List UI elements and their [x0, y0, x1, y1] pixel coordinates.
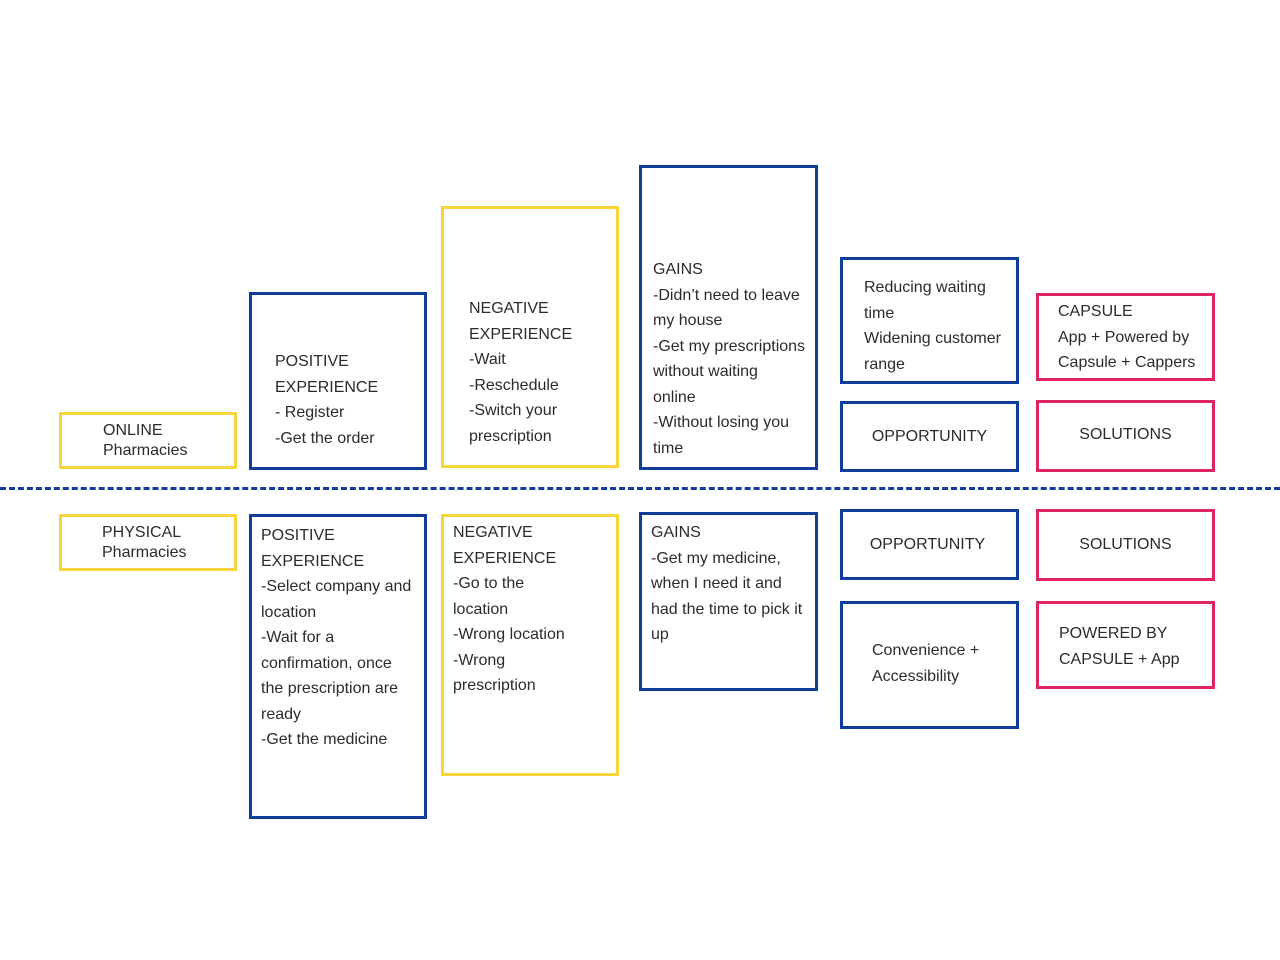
physical-gains-text: GAINS -Get my medicine, when I need it a…: [651, 524, 803, 643]
online-negative-experience-box: [441, 206, 619, 468]
physical-pharmacies-label: PHYSICAL Pharmacies: [102, 524, 187, 561]
online-solution-detail-box: [1036, 293, 1215, 381]
online-pharmacies-box: [59, 412, 237, 469]
dashed-divider-line: [0, 487, 1280, 490]
online-solutions-box: [1036, 400, 1215, 472]
physical-solution-detail-text: POWERED BY CAPSULE + App: [1059, 625, 1180, 668]
physical-negative-experience-text: NEGATIVE EXPERIENCE -Go to the location …: [453, 524, 565, 694]
online-opportunity-box: [840, 401, 1019, 472]
physical-gains-box: [639, 512, 818, 691]
online-opportunity-label: OPPORTUNITY: [871, 428, 988, 445]
physical-pharmacies-box: [59, 514, 237, 571]
physical-opportunity-detail-text: Convenience + Accessibility: [872, 642, 980, 685]
online-positive-experience-box: [249, 292, 427, 470]
online-opportunity-detail-text: Reducing waiting time Widening customer …: [864, 279, 1001, 373]
online-positive-experience-text: POSITIVE EXPERIENCE - Register -Get the …: [275, 353, 379, 447]
online-pharmacies-label: ONLINE Pharmacies: [103, 422, 188, 459]
physical-opportunity-box: [840, 509, 1019, 580]
physical-opportunity-detail-box: [840, 601, 1019, 729]
online-negative-experience-text: NEGATIVE EXPERIENCE -Wait -Reschedule -S…: [469, 300, 573, 445]
physical-opportunity-label: OPPORTUNITY: [869, 536, 986, 553]
online-solutions-label: SOLUTIONS: [1079, 426, 1172, 443]
physical-positive-experience-box: [249, 514, 427, 819]
online-gains-box: [639, 165, 818, 470]
online-solution-detail-text: CAPSULE App + Powered by Capsule + Cappe…: [1058, 303, 1196, 371]
online-opportunity-detail-box: [840, 257, 1019, 384]
physical-positive-experience-text: POSITIVE EXPERIENCE -Select company and …: [261, 527, 412, 748]
physical-solution-detail-box: [1036, 601, 1215, 689]
physical-negative-experience-box: [441, 514, 619, 776]
physical-solutions-box: [1036, 509, 1215, 581]
physical-solutions-label: SOLUTIONS: [1079, 536, 1172, 553]
online-gains-text: GAINS -Didn’t need to leave my house -Ge…: [653, 261, 806, 457]
